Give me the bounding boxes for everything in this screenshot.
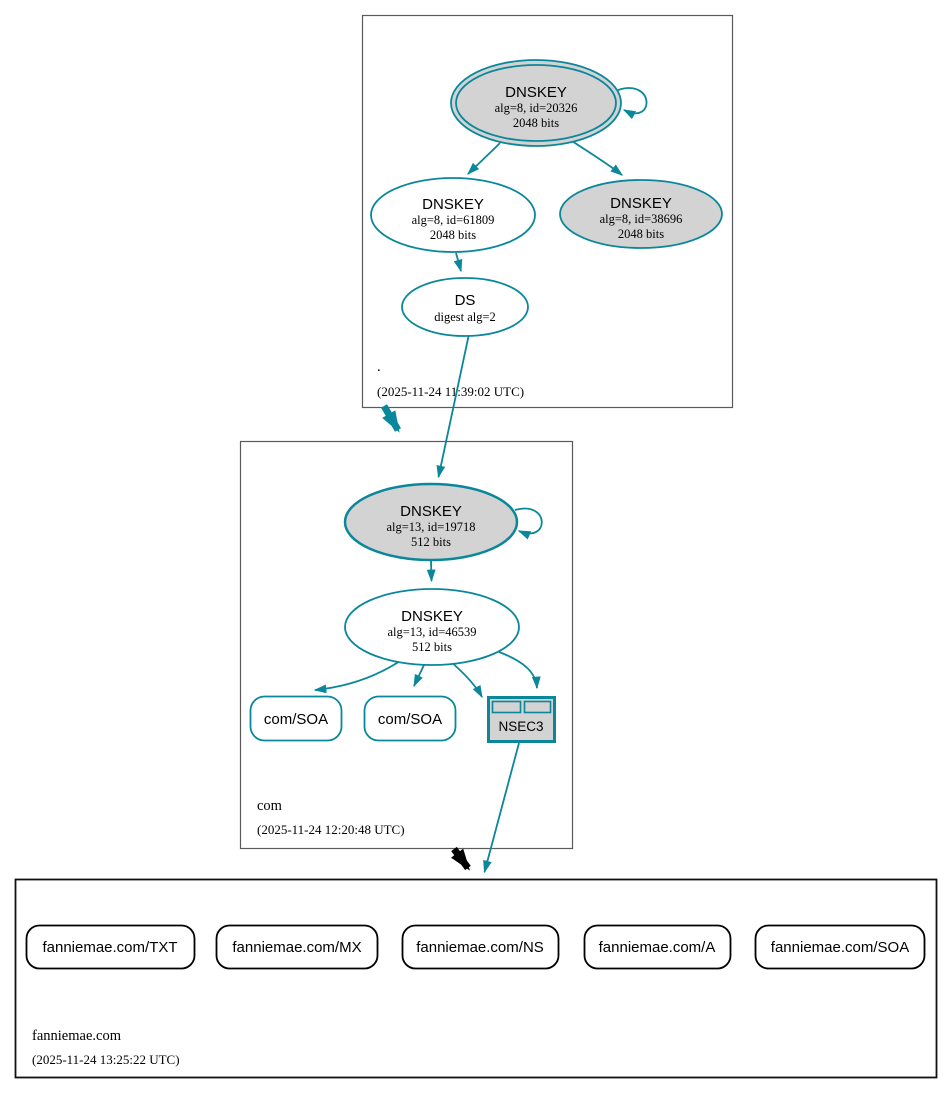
nsec3-cell-left: [491, 700, 522, 714]
node-com-ksk-detail: alg=13, id=19718: [386, 520, 475, 534]
zone-com-label: com: [257, 798, 283, 814]
zone-root-label: .: [377, 359, 381, 375]
node-root-zsk-bits: 2048 bits: [430, 228, 476, 242]
zone-fanniemae-label: fanniemae.com: [32, 1028, 122, 1044]
node-root-ksk-detail: alg=8, id=20326: [495, 101, 578, 115]
node-com-ksk-bits: 512 bits: [411, 535, 451, 549]
edge-com-to-fanniemae-delegation: [450, 846, 471, 871]
node-root-zsk-title: DNSKEY: [422, 196, 484, 213]
edge-com-zsk-to-soa2: [413, 664, 425, 688]
node-rrset-soa-label: fanniemae.com/SOA: [771, 939, 909, 956]
node-rrset-fanniemae-soa[interactable]: fanniemae.com/SOA: [754, 924, 926, 970]
zone-fanniemae: fanniemae.com (2025-11-24 13:25:22 UTC): [14, 878, 938, 1079]
node-com-soa-1[interactable]: com/SOA: [249, 695, 343, 742]
node-root-zsk-dnskey-61809[interactable]: DNSKEY alg=8, id=61809 2048 bits: [370, 177, 536, 253]
node-rrset-a-label: fanniemae.com/A: [599, 939, 716, 956]
edge-root-zsk-to-ds: [453, 252, 463, 273]
node-ds-title: DS: [455, 292, 476, 309]
edge-ds-to-com-ksk: [436, 333, 470, 479]
node-root-zsk-detail: alg=8, id=61809: [412, 213, 495, 227]
zone-root-timestamp: (2025-11-24 11:39:02 UTC): [377, 384, 524, 399]
node-root-dnskey-38696[interactable]: DNSKEY alg=8, id=38696 2048 bits: [559, 179, 723, 249]
node-rrset-fanniemae-ns[interactable]: fanniemae.com/NS: [401, 924, 560, 970]
node-com-zsk-detail: alg=13, id=46539: [387, 625, 476, 639]
edge-com-zsk-to-nsec3-left: [449, 660, 483, 699]
node-root-dnskey38696-title: DNSKEY: [610, 195, 672, 212]
zone-com-border: [239, 440, 574, 850]
node-ds-detail: digest alg=2: [434, 310, 496, 324]
nsec3-cell-right: [523, 700, 552, 714]
node-root-ksk-title: DNSKEY: [505, 84, 567, 101]
edge-com-ksk-to-zsk: [426, 559, 436, 583]
node-root-dnskey38696-bits: 2048 bits: [618, 227, 664, 241]
node-root-ksk-bits: 2048 bits: [513, 116, 559, 130]
node-com-soa-2[interactable]: com/SOA: [363, 695, 457, 742]
edge-root-ksk-to-key38696: [571, 140, 623, 176]
node-rrset-mx-label: fanniemae.com/MX: [232, 939, 361, 956]
zone-com-timestamp: (2025-11-24 12:20:48 UTC): [257, 822, 405, 837]
node-com-ksk-title: DNSKEY: [400, 503, 462, 520]
node-root-dnskey38696-detail: alg=8, id=38696: [600, 212, 683, 226]
edge-root-to-com-delegation: [380, 404, 402, 433]
node-com-nsec3[interactable]: NSEC3: [487, 696, 556, 743]
node-com-soa-1-label: com/SOA: [264, 711, 328, 728]
zone-root: . (2025-11-24 11:39:02 UTC): [361, 14, 734, 409]
node-rrset-fanniemae-a[interactable]: fanniemae.com/A: [583, 924, 732, 970]
edge-root-ksk-to-zsk: [467, 142, 501, 175]
edge-com-zsk-to-soa1: [313, 658, 404, 694]
node-com-zsk-title: DNSKEY: [401, 608, 463, 625]
edge-root-ksk-selfloop: [617, 87, 648, 120]
node-rrset-fanniemae-mx[interactable]: fanniemae.com/MX: [215, 924, 379, 970]
zone-com: com (2025-11-24 12:20:48 UTC): [239, 440, 574, 850]
edge-com-zsk-to-nsec3-top: [498, 651, 541, 690]
zone-root-border: [361, 14, 734, 409]
node-rrset-txt-label: fanniemae.com/TXT: [42, 939, 177, 956]
node-com-soa-2-label: com/SOA: [378, 711, 442, 728]
node-rrset-ns-label: fanniemae.com/NS: [416, 939, 544, 956]
edge-nsec3-to-fanniemae: [483, 742, 520, 874]
node-com-ksk-dnskey-19718[interactable]: DNSKEY alg=13, id=19718 512 bits: [343, 482, 519, 562]
node-com-zsk-dnskey-46539[interactable]: DNSKEY alg=13, id=46539 512 bits: [344, 588, 520, 666]
node-root-ksk-dnskey-20326[interactable]: DNSKEY alg=8, id=20326 2048 bits: [450, 59, 622, 147]
zone-fanniemae-border: [14, 878, 938, 1079]
node-root-ds[interactable]: DS digest alg=2: [401, 277, 529, 337]
edge-com-ksk-selfloop: [514, 507, 543, 540]
node-com-zsk-bits: 512 bits: [412, 640, 452, 654]
node-rrset-fanniemae-txt[interactable]: fanniemae.com/TXT: [25, 924, 196, 970]
zone-fanniemae-timestamp: (2025-11-24 13:25:22 UTC): [32, 1052, 180, 1067]
node-nsec3-label: NSEC3: [498, 719, 543, 734]
